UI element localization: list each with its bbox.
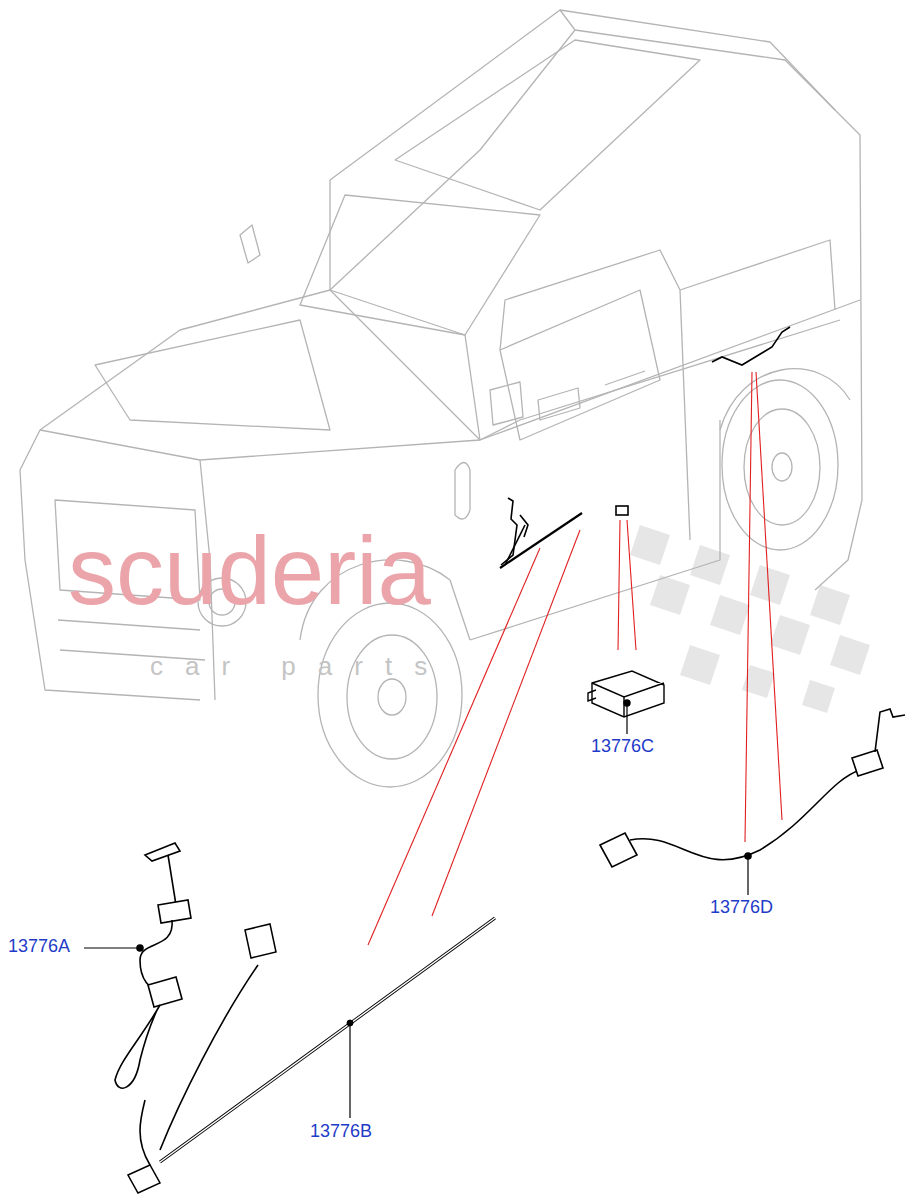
callout-number: 13776D bbox=[710, 898, 773, 918]
watermark-text: car parts bbox=[150, 652, 449, 681]
watermark-flag bbox=[630, 525, 870, 713]
callout-number: 13776A bbox=[8, 937, 70, 957]
leader-line bbox=[626, 706, 627, 734]
harness-part bbox=[84, 843, 191, 1088]
callout-number: 13776C bbox=[591, 737, 654, 757]
module-part bbox=[588, 671, 664, 717]
callout-number: 13776B bbox=[310, 1122, 372, 1142]
installed-parts bbox=[500, 327, 790, 568]
harness-part bbox=[128, 918, 495, 1193]
vehicle-outline bbox=[20, 10, 862, 787]
watermark-text: scuderia bbox=[68, 518, 431, 624]
